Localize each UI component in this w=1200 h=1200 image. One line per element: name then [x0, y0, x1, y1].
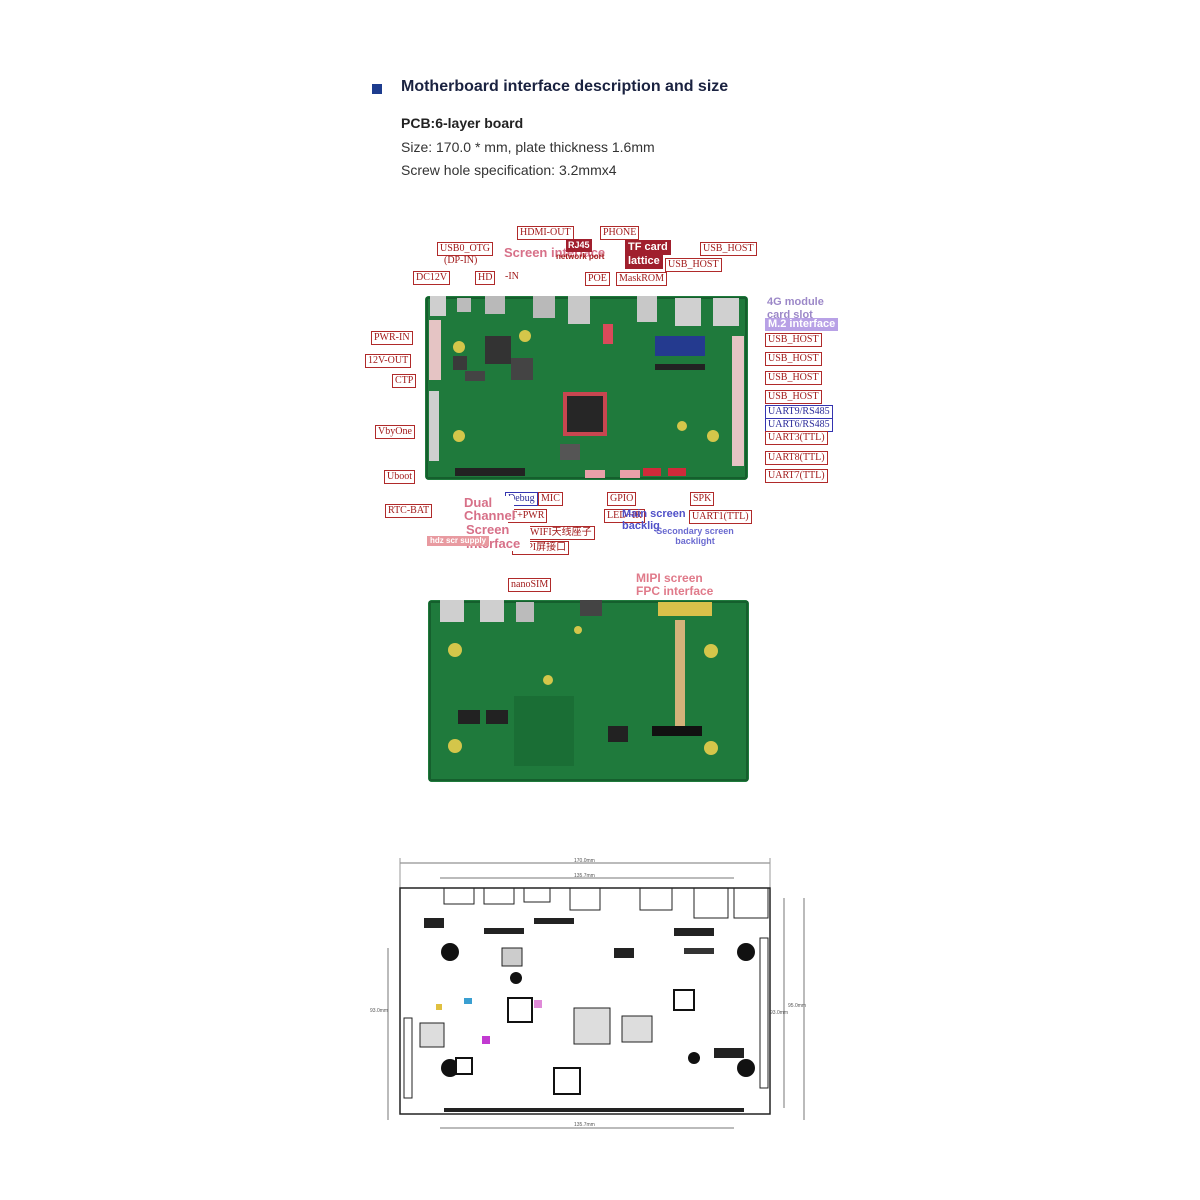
page-title: Motherboard interface description and si… [401, 78, 729, 95]
dim-right-inner: 93.0mm [770, 1010, 789, 1016]
label-uart6: UART6/RS485 [765, 418, 833, 432]
dim-overall-width: 170.0mm [574, 858, 595, 864]
tag-network-port: network port [556, 252, 605, 261]
label-hd: HD [475, 271, 496, 285]
dim-right-height: 95.0mm [788, 1003, 807, 1009]
dim-bottom-width: 135.7mm [574, 1122, 595, 1128]
label-usb-host-r1: USB_HOST [765, 333, 822, 347]
tag-lattice: lattice [625, 254, 663, 269]
label-usb0-otg: USB0_OTG [437, 242, 494, 256]
tag-dual-channel: Dual Channel [464, 495, 516, 523]
label-rtc-bat: RTC-BAT [385, 504, 433, 518]
dim-left-height: 93.0mm [370, 1008, 389, 1014]
label-hdmi-out: HDMI-OUT [517, 226, 574, 240]
tag-m2-interface: M.2 interface [765, 318, 839, 331]
label-wifi: WIFI天线座子 [527, 526, 595, 540]
label-vbyone: VbyOne [375, 425, 415, 439]
label-phone: PHONE [600, 226, 640, 240]
label-in: -IN [505, 271, 519, 282]
label-pwr-in: PWR-IN [371, 331, 413, 345]
label-dc12v: DC12V [413, 271, 451, 285]
dimension-drawing: 170.0mm 135.7mm 135.7mm 93.0mm 95.0mm 93… [370, 858, 820, 1136]
label-maskrom: MaskROM [616, 272, 668, 286]
label-12v-out: 12V-OUT [365, 354, 412, 368]
label-usb-host-r3: USB_HOST [765, 371, 822, 385]
label-nanosim: nanoSIM [508, 578, 552, 592]
label-spk: SPK [690, 492, 715, 506]
label-uart8: UART8(TTL) [765, 451, 828, 465]
label-gpio: GPIO [607, 492, 637, 506]
board-top-art [425, 296, 748, 480]
spec-size: Size: 170.0 * mm, plate thickness 1.6mm [401, 139, 655, 155]
tag-mipi-fpc: MIPI screen FPC interface [636, 572, 726, 598]
tag-supply: hdz scr supply [427, 536, 490, 546]
label-mic: MIC [538, 492, 563, 506]
dimension-drawing-art [387, 858, 805, 1129]
label-poe: POE [585, 272, 610, 286]
label-uboot: Uboot [384, 470, 415, 484]
label-uart7: UART7(TTL) [765, 469, 828, 483]
label-usb-host-top: USB_HOST [700, 242, 757, 256]
label-uart1: UART1(TTL) [689, 510, 752, 524]
spec-screw: Screw hole specification: 3.2mmx4 [401, 162, 617, 178]
tag-tf-card: TF card [625, 240, 671, 255]
board-bottom-view [428, 600, 749, 782]
label-led-ir: LED+IR [604, 509, 646, 523]
tag-main-backlight: Main screen backlig [622, 508, 686, 532]
tag-rj45: RJ45 [566, 239, 592, 252]
spec-pcb: PCB:6-layer board [401, 115, 524, 131]
label-ctp: CTP [392, 374, 417, 388]
label-usb-host-r4: USB_HOST [765, 390, 822, 404]
label-usb-host-r2: USB_HOST [765, 352, 822, 366]
label-uart3: UART3(TTL) [765, 431, 828, 445]
tag-4g-module: 4G module [767, 296, 824, 308]
dim-inner-width: 135.7mm [574, 873, 595, 879]
tag-secondary-backlight: Secondary screen backlight [656, 526, 734, 546]
square-bullet-icon [372, 84, 382, 94]
board-bottom-art [428, 600, 749, 782]
board-top-view [425, 296, 748, 480]
label-usb-host-top2: USB_HOST [665, 258, 722, 272]
label-dp-in: (DP-IN) [444, 255, 478, 266]
label-uart9: UART9/RS485 [765, 405, 833, 419]
